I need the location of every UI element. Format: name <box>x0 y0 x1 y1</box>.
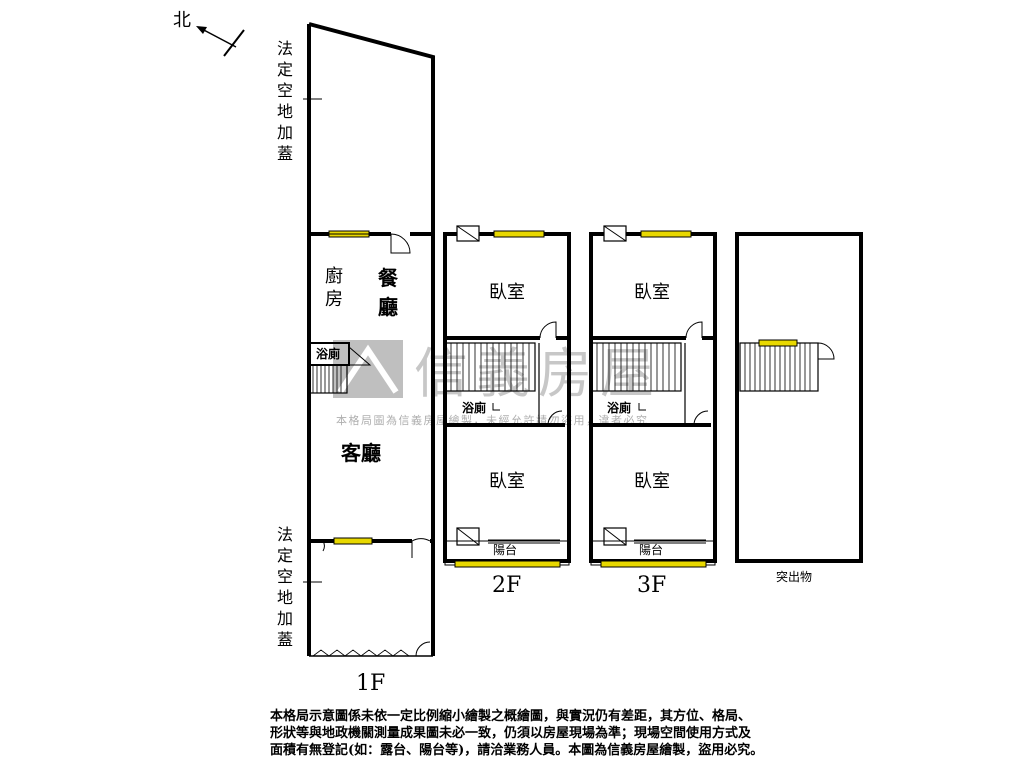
disclaimer-line-1: 本格局示意圖係未依一定比例縮小繪製之概繪圖，與實況仍有差距，其方位、格局、 <box>270 709 752 724</box>
dining-label-2: 廳 <box>378 295 398 319</box>
floor-1f <box>303 22 435 657</box>
disclaimer: 本格局示意圖係未依一定比例縮小繪製之概繪圖，與實況仍有差距，其方位、格局、 形狀… <box>270 708 870 759</box>
north-label: 北 <box>173 10 191 31</box>
bath-label-3f: 浴廁 <box>607 400 631 415</box>
watermark-brand: 信義房屋 <box>414 342 662 405</box>
kitchen-label-1: 廚 <box>325 265 343 287</box>
living-label: 客廳 <box>340 441 381 465</box>
roof-projection <box>735 232 863 563</box>
floor-label-3f: 3F <box>637 573 666 598</box>
legal-land-bottom-label: 法定空地加蓋 <box>276 525 293 649</box>
balcony-3f: 陽台 <box>639 542 663 557</box>
disclaimer-line-3: 面積有無登記(如：露台、陽台等)，請洽業務人員。本圖為信義房屋繪製，盜用必究。 <box>270 743 764 758</box>
legal-land-top-label: 法定空地加蓋 <box>276 39 293 163</box>
bedroom-2f-upper: 臥室 <box>489 282 525 303</box>
bedroom-3f-upper: 臥室 <box>634 282 670 303</box>
floor-2f <box>443 225 571 568</box>
bedroom-3f-lower: 臥室 <box>634 471 670 492</box>
balcony-2f: 陽台 <box>493 542 517 557</box>
floor-label-2f: 2F <box>492 573 521 598</box>
projection-label: 突出物 <box>776 569 812 584</box>
watermark-logo <box>333 340 403 398</box>
kitchen-label-2: 房 <box>325 289 343 310</box>
bath-label-2f: 浴廁 <box>462 400 486 415</box>
floor-label-1f: 1F <box>356 671 385 696</box>
disclaimer-line-2: 形狀等與地政機關測量成果圖未必一致，仍須以房屋現場為準；現場空間使用方式及 <box>270 726 752 741</box>
bath-label-1f: 浴廁 <box>316 346 340 361</box>
floor-3f <box>589 225 717 568</box>
dining-label-1: 餐 <box>378 266 399 290</box>
bedroom-2f-lower: 臥室 <box>489 471 525 492</box>
north-arrow-icon <box>196 26 245 57</box>
